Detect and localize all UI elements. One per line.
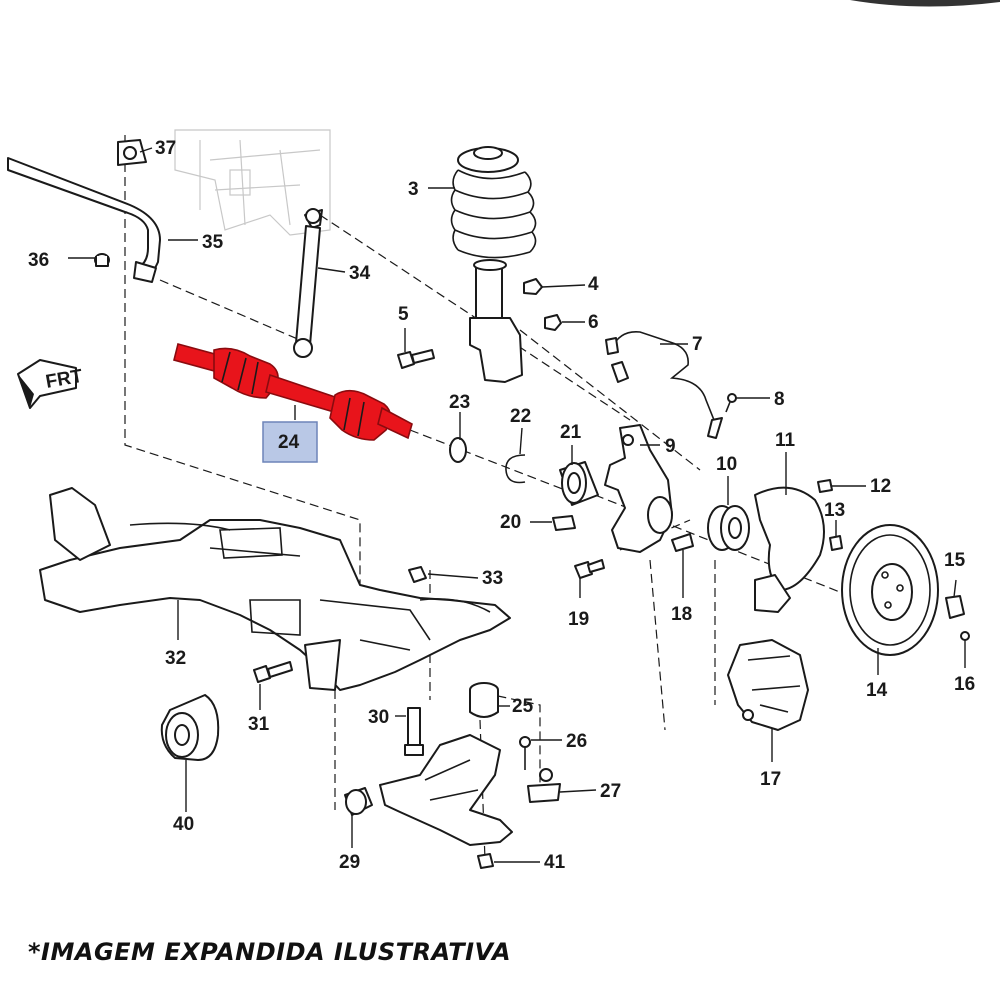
- leader-lines: [68, 147, 966, 863]
- part-31-bolt: [253, 661, 293, 683]
- callout-40: 40: [173, 814, 194, 835]
- part-36-bushing: [94, 253, 110, 267]
- callout-19: 19: [568, 609, 589, 630]
- part-17-brake-caliper: [727, 639, 809, 731]
- part-25-bushing: [469, 682, 499, 718]
- part-6-nut: [544, 314, 562, 331]
- part-21-wheel-bearing: [559, 461, 599, 506]
- part-18-stud: [671, 533, 694, 552]
- callout-8: 8: [774, 389, 785, 410]
- callout-3: 3: [408, 179, 419, 200]
- part-20-bolt: [552, 515, 576, 531]
- part-23-snap-ring: [449, 437, 467, 463]
- callout-12: 12: [870, 476, 891, 497]
- part-10-hub: [707, 505, 750, 551]
- part-16-screw: [960, 631, 970, 641]
- callout-35: 35: [202, 232, 224, 253]
- part-32-subframe: [39, 487, 511, 691]
- callout-13: 13: [824, 500, 845, 521]
- part-35-stabilizer-bar: [7, 157, 161, 283]
- callout-30: 30: [368, 707, 389, 728]
- part-41-nut: [477, 853, 494, 869]
- part-9-steering-knuckle: [604, 424, 673, 553]
- part-40-bushing: [160, 694, 220, 761]
- body-panel-ghost: [174, 129, 331, 236]
- callout-34: 34: [349, 263, 371, 284]
- part-7-wheel-speed-sensor: [605, 331, 723, 439]
- part-11-splash-shield: [754, 486, 825, 613]
- callout-9: 9: [665, 436, 676, 457]
- callout-17: 17: [760, 769, 781, 790]
- part-4-nut: [523, 278, 543, 295]
- callout-29: 29: [339, 852, 360, 873]
- callout-4: 4: [588, 274, 599, 295]
- callout-10: 10: [716, 454, 737, 475]
- part-14-brake-disc: [841, 524, 939, 656]
- callout-26: 26: [566, 731, 587, 752]
- callouts: 37 35 36 34 3 4 5 6 7 8 9 24 23 22 21 20…: [28, 138, 975, 873]
- part-27-ball-joint: [527, 768, 561, 803]
- corner-mark: [850, 0, 1000, 7]
- part-26-bolt: [519, 736, 531, 770]
- part-19-bolt: [574, 559, 605, 579]
- callout-11: 11: [775, 430, 796, 451]
- callout-41: 41: [544, 852, 566, 873]
- callout-24-highlight-box: [262, 421, 318, 463]
- callout-24: 24: [278, 432, 300, 453]
- callout-27: 27: [600, 781, 621, 802]
- callout-14: 14: [866, 680, 888, 701]
- callout-31: 31: [248, 714, 270, 735]
- part-30-bolt: [404, 707, 424, 756]
- callout-22: 22: [510, 406, 531, 427]
- part-13-bolt: [829, 535, 843, 551]
- part-22-retaining-ring: [505, 454, 526, 484]
- part-33-nut: [408, 566, 427, 583]
- part-8-screw: [725, 393, 737, 413]
- part-29-bushing: [344, 787, 373, 816]
- part-12-bolt: [817, 479, 833, 493]
- part-5-bolt: [397, 349, 435, 369]
- callout-7: 7: [692, 334, 703, 355]
- callout-36: 36: [28, 250, 49, 271]
- callout-32: 32: [165, 648, 186, 669]
- callout-23: 23: [449, 392, 470, 413]
- part-3-strut-spring: [450, 146, 537, 383]
- callout-21: 21: [560, 422, 582, 443]
- callout-6: 6: [588, 312, 599, 333]
- illustrative-footnote: *IMAGEM EXPANDIDA ILUSTRATIVA: [28, 938, 512, 966]
- callout-18: 18: [671, 604, 692, 625]
- part-15-cap: [945, 595, 965, 619]
- lower-control-arm: [379, 734, 513, 846]
- part-24-drive-axle: [173, 343, 413, 441]
- part-37-stabilizer-bracket: [117, 139, 147, 166]
- callout-37: 37: [155, 138, 176, 159]
- part-34-stabilizer-link: [293, 208, 323, 358]
- callout-25: 25: [512, 696, 534, 717]
- callout-15: 15: [944, 550, 966, 571]
- callout-5: 5: [398, 304, 409, 325]
- callout-20: 20: [500, 512, 521, 533]
- callout-33: 33: [482, 568, 503, 589]
- front-arrow-icon: FRT: [17, 359, 85, 409]
- callout-16: 16: [954, 674, 975, 695]
